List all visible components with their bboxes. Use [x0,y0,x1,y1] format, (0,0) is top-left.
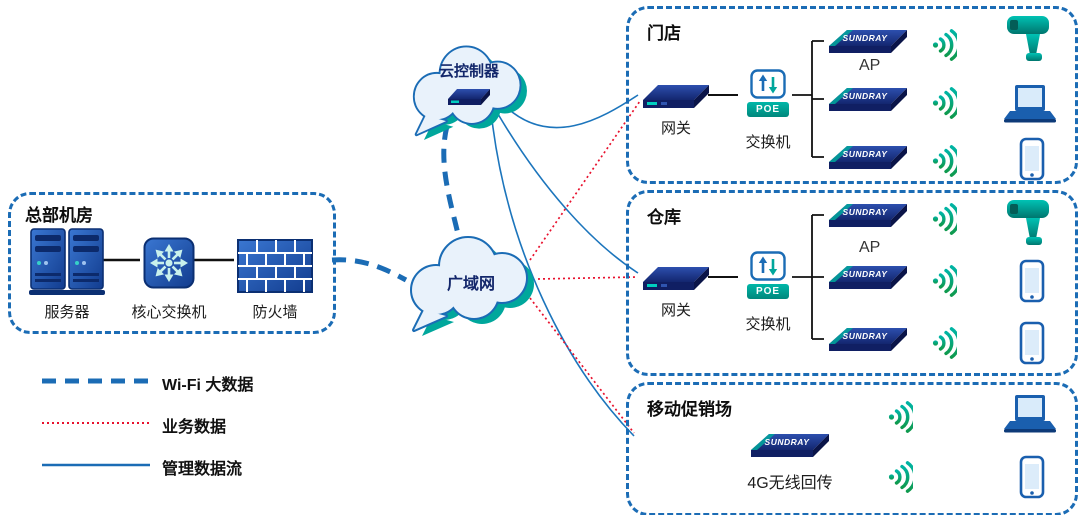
cloud-wan: 广域网 [396,226,546,336]
mobile-ap-brand: SUNDRAY [765,437,811,447]
server-label: 服务器 [44,304,90,321]
cloud-wan-label: 广域网 [446,276,495,293]
store-switch-label: 交换机 [745,134,791,151]
phone-icon [1019,455,1045,499]
wifi-icon [931,327,957,359]
mobile-backhaul-label: 4G无线回传 [747,475,833,492]
zone-warehouse-title: 仓库 [647,208,681,227]
mobile-ap-icon: SUNDRAY [751,434,829,457]
warehouse-ap3-brand: SUNDRAY [843,331,889,341]
legend-business-label: 业务数据 [162,419,227,436]
line-biz-wan-warehouse [537,276,639,280]
wifi-icon [931,145,957,177]
store-poe-badge: POE [747,102,789,117]
phone-icon [1019,137,1045,181]
legend-wifi-label: Wi-Fi 大数据 [162,377,254,394]
zone-store: 门店 网关 POE 交换机 SUNDRAY SUNDRAY SUNDRAY AP [626,6,1078,184]
warehouse-poe-switch: POE [741,251,795,299]
updown-arrows-icon [750,251,786,281]
warehouse-ap-label: AP [859,239,881,256]
cloud-controller: 云控制器 [400,36,538,140]
warehouse-gateway-label: 网关 [660,302,691,319]
barcode-scanner-icon [1007,200,1049,245]
warehouse-ap1-icon: SUNDRAY [829,204,907,227]
store-ap2-brand: SUNDRAY [843,91,889,101]
legend-management-label: 管理数据流 [162,461,243,478]
core-switch-label: 核心交换机 [131,304,207,321]
line-wifi-controller-wan [441,125,461,235]
warehouse-switch-label: 交换机 [745,316,791,333]
store-ap3-icon: SUNDRAY [829,146,907,169]
zone-mobile-title: 移动促销场 [647,400,732,419]
server-icon [29,228,105,295]
core-switch-icon [143,237,195,289]
firewall-icon [237,239,313,293]
wifi-icon [931,87,957,119]
store-ap1-brand: SUNDRAY [843,33,889,43]
wifi-icon [931,29,957,61]
store-ap2-icon: SUNDRAY [829,88,907,111]
warehouse-poe-badge: POE [747,284,789,299]
store-poe-switch: POE [741,69,795,117]
phone-icon [1019,259,1045,303]
wifi-icon [887,401,913,433]
wifi-icon [887,461,913,493]
warehouse-ap1-brand: SUNDRAY [843,207,889,217]
warehouse-ap2-icon: SUNDRAY [829,266,907,289]
zone-hq: 总部机房 服务器 核心交换机 [8,192,336,334]
wifi-icon [931,265,957,297]
store-gateway-icon [643,85,709,108]
warehouse-ap3-icon: SUNDRAY [829,328,907,351]
zone-store-title: 门店 [647,24,681,43]
store-gateway-label: 网关 [660,120,691,137]
line-biz-wan-store [529,100,641,261]
phone-icon [1019,321,1045,365]
zone-hq-title: 总部机房 [25,206,93,225]
barcode-scanner-icon [1007,16,1049,61]
warehouse-ap2-brand: SUNDRAY [843,269,889,279]
firewall-label: 防火墙 [252,304,298,321]
laptop-icon [1004,85,1056,123]
zone-mobile: 移动促销场 SUNDRAY 4G无线回传 [626,382,1078,515]
updown-arrows-icon [750,69,786,99]
store-ap-label: AP [859,57,881,74]
store-ap3-brand: SUNDRAY [843,149,889,159]
cloud-controller-label: 云控制器 [438,63,499,80]
zone-warehouse: 仓库 网关 POE 交换机 SUNDRAY SUNDRAY SUNDRAY AP [626,190,1078,376]
laptop-icon [1004,395,1056,433]
store-ap1-icon: SUNDRAY [829,30,907,53]
wifi-icon [931,203,957,235]
warehouse-gateway-icon [643,267,709,290]
controller-switch-icon [448,89,490,105]
line-wifi-hq-wan [331,257,408,283]
